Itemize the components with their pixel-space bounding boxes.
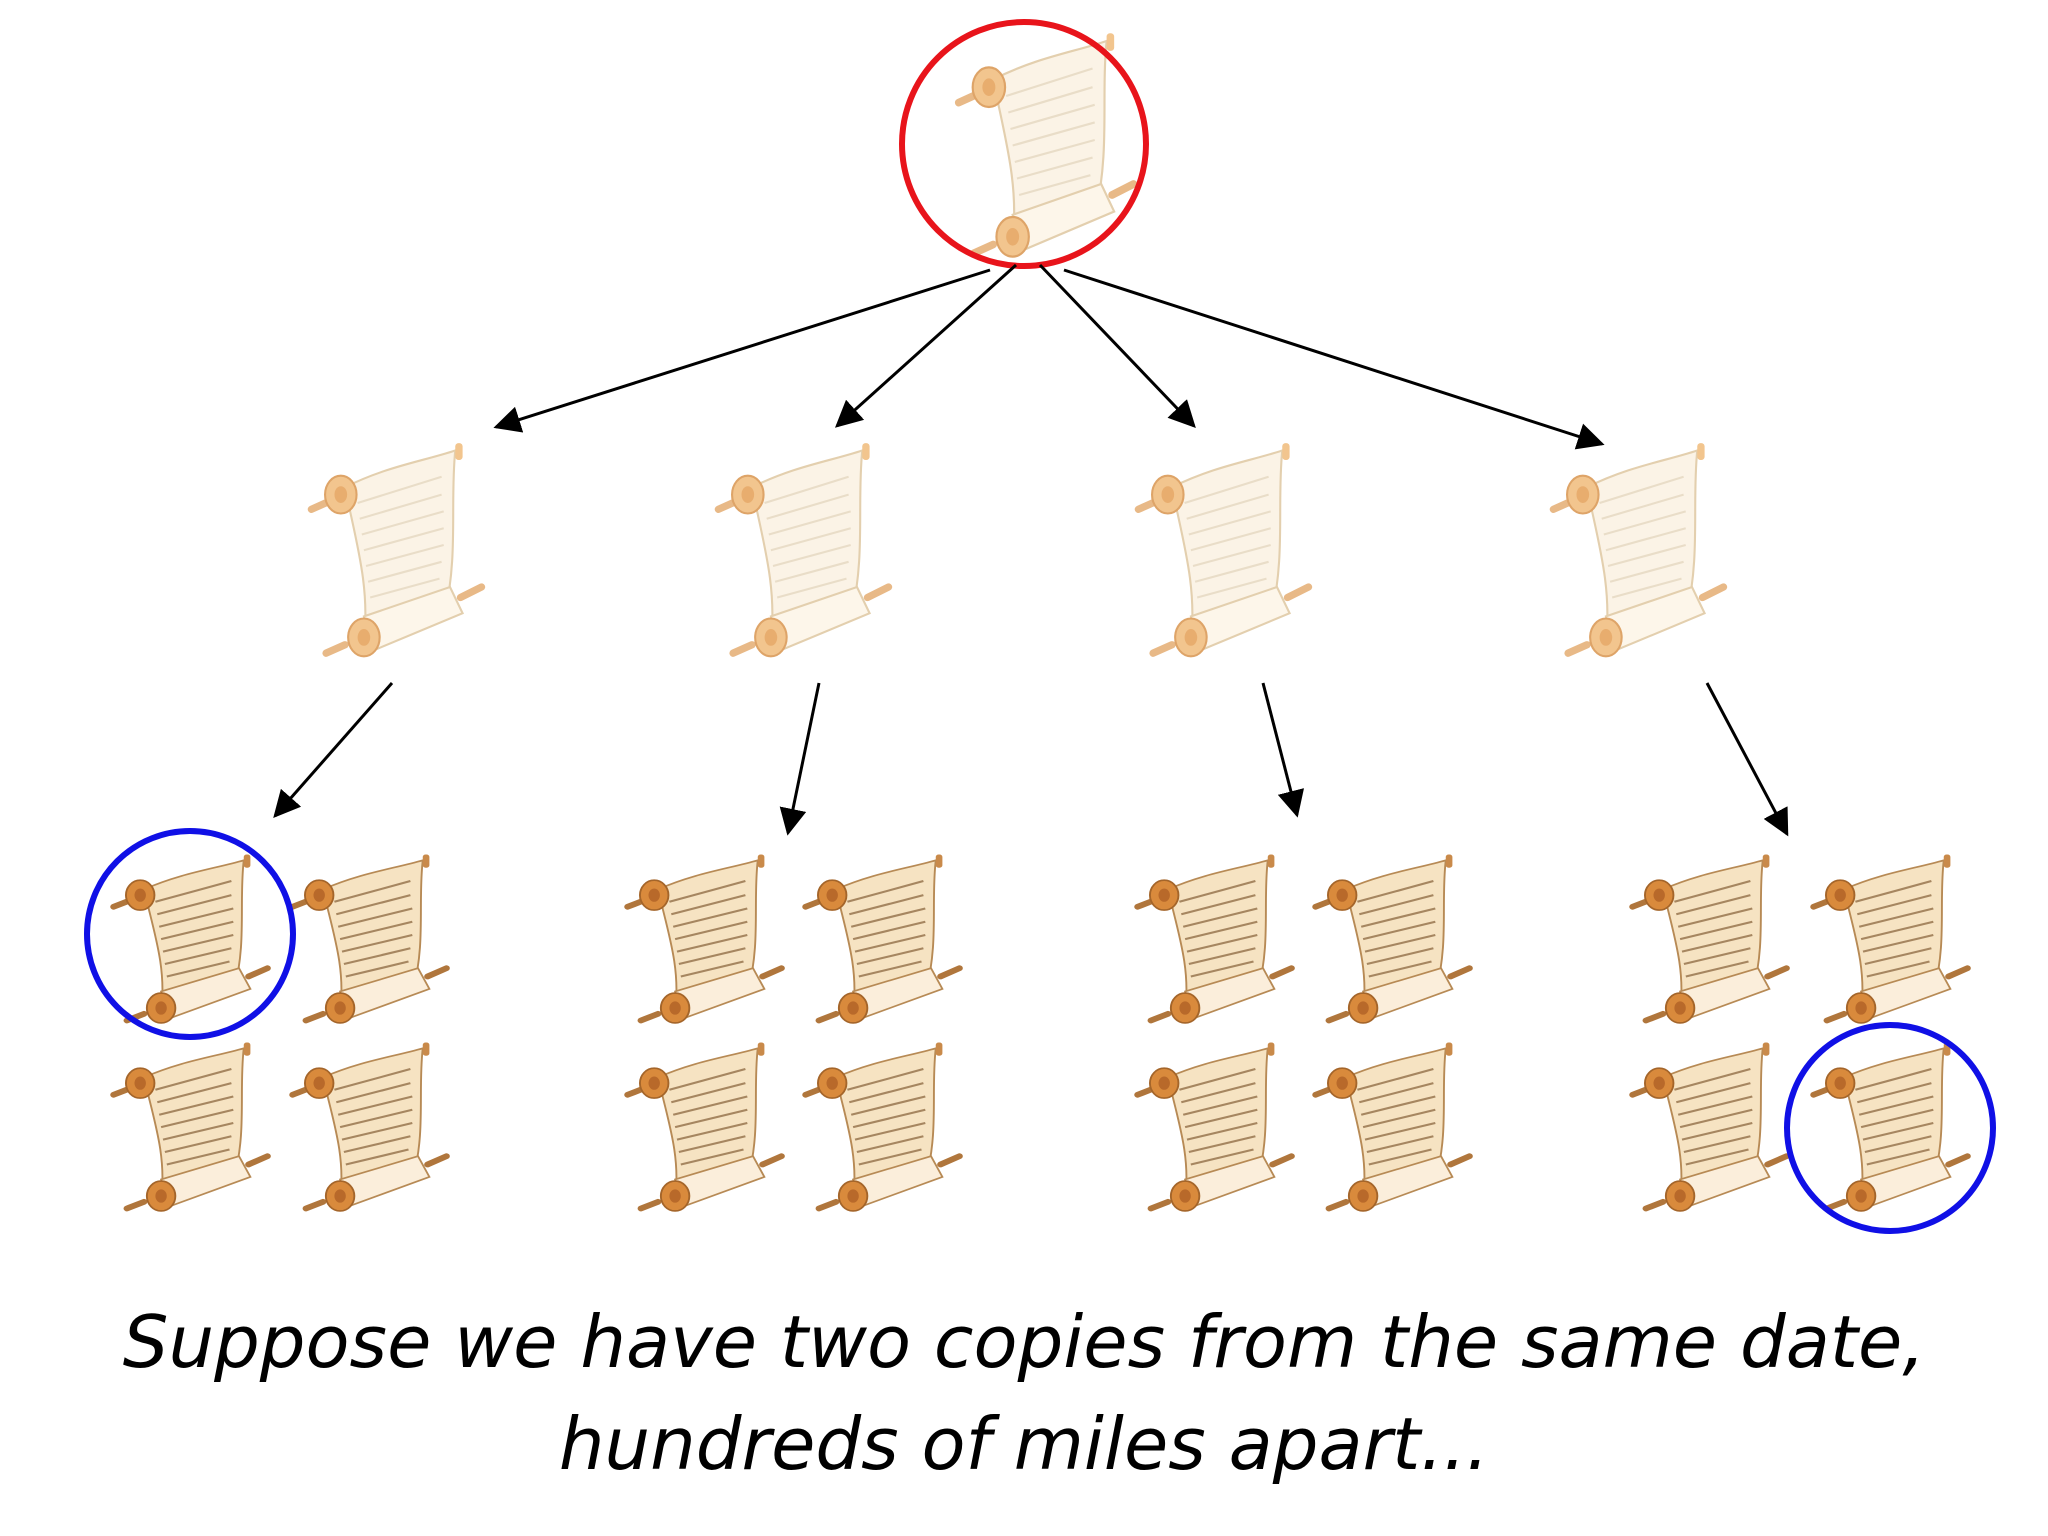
second-copy-scroll-icon <box>628 1042 782 1210</box>
arrows-generation-1 <box>493 263 1605 450</box>
second-copy-scroll-icon <box>1138 1042 1292 1210</box>
arrow <box>1063 268 1605 450</box>
first-copy-scroll-icon <box>1138 443 1308 656</box>
second-copy-scroll-icon <box>1138 854 1292 1022</box>
second-copy-scroll-icon <box>1814 1042 1968 1210</box>
arrow <box>1261 682 1305 818</box>
arrow <box>1038 263 1196 428</box>
caption-line-2: hundreds of miles apart... <box>558 1402 1490 1486</box>
second-copy-scroll-icon <box>293 1042 447 1210</box>
arrows-generation-2 <box>273 682 1789 837</box>
first-copy-scroll-icon <box>718 443 888 656</box>
second-copy-scroll-icon <box>1814 854 1968 1022</box>
second-copy-scroll-icon <box>806 854 960 1022</box>
second-copy-scroll-icon <box>1316 854 1470 1022</box>
compared-copy-highlight-circle <box>1784 1022 1996 1234</box>
second-copy-scroll-icon <box>1633 1042 1787 1210</box>
second-copy-scroll-icon <box>114 854 268 1022</box>
second-copy-scroll-icon <box>293 854 447 1022</box>
second-copy-scroll-icon <box>1633 854 1787 1022</box>
second-copy-scroll-icon <box>1316 1042 1470 1210</box>
arrow <box>1705 682 1789 837</box>
arrow <box>493 268 991 433</box>
original-scroll-icon <box>959 33 1134 256</box>
first-copy-scroll-icon <box>1553 443 1723 656</box>
arrow <box>273 682 394 819</box>
caption-line-1: Suppose we have two copies from the same… <box>122 1300 1926 1384</box>
arrow <box>834 263 1018 428</box>
second-copy-scroll-icon <box>806 1042 960 1210</box>
second-copy-scroll-icon <box>628 854 782 1022</box>
arrow <box>779 682 821 836</box>
second-copy-scroll-icon <box>114 1042 268 1210</box>
first-copy-scroll-icon <box>311 443 481 656</box>
original-highlight-circle <box>899 19 1149 269</box>
compared-copy-highlight-circle <box>84 828 296 1040</box>
